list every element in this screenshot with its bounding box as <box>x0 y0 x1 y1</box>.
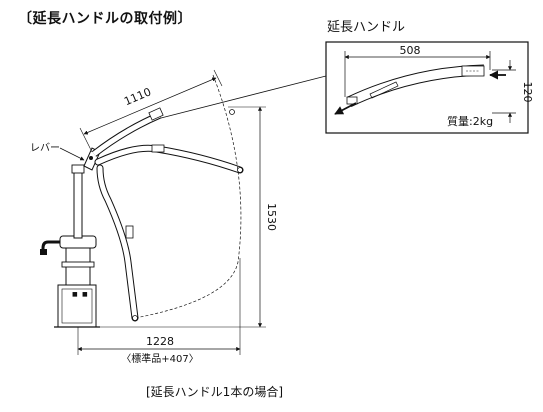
sweep-arc <box>134 74 242 319</box>
total-height-label: 1530 <box>265 203 278 231</box>
lever-label: レバー <box>30 142 60 154</box>
total-height-dimension: 1530 <box>100 106 278 328</box>
insert-arrow-left <box>334 102 357 115</box>
svg-text:■: ■ <box>72 291 78 298</box>
handle-positions <box>91 107 244 322</box>
figure-caption: [延長ハンドル1本の場合] <box>146 385 283 399</box>
inset-leader-line <box>160 75 327 119</box>
inset-height-label: 120 <box>521 82 534 103</box>
pump-assembly: ■ ■ <box>40 147 101 328</box>
svg-text:■: ■ <box>82 291 88 298</box>
sweep-width-label: 1228 <box>146 335 174 348</box>
inset-length-label: 508 <box>400 44 421 57</box>
handle-length-label: 1110 <box>122 85 153 108</box>
lever-leader <box>59 147 85 161</box>
figure-title: 〔延長ハンドルの取付例〕 <box>18 11 192 27</box>
inset-title: 延長ハンドル <box>327 20 406 35</box>
inset-box: 508 120 質量:2kg <box>325 41 534 134</box>
handle-length-dimension: 1110 <box>79 69 223 153</box>
sweep-width-dimension: 1228 〈標準品+407〉 <box>77 258 241 365</box>
inset-weight-label: 質量:2kg <box>447 114 493 128</box>
sweep-width-note: 〈標準品+407〉 <box>121 352 198 365</box>
